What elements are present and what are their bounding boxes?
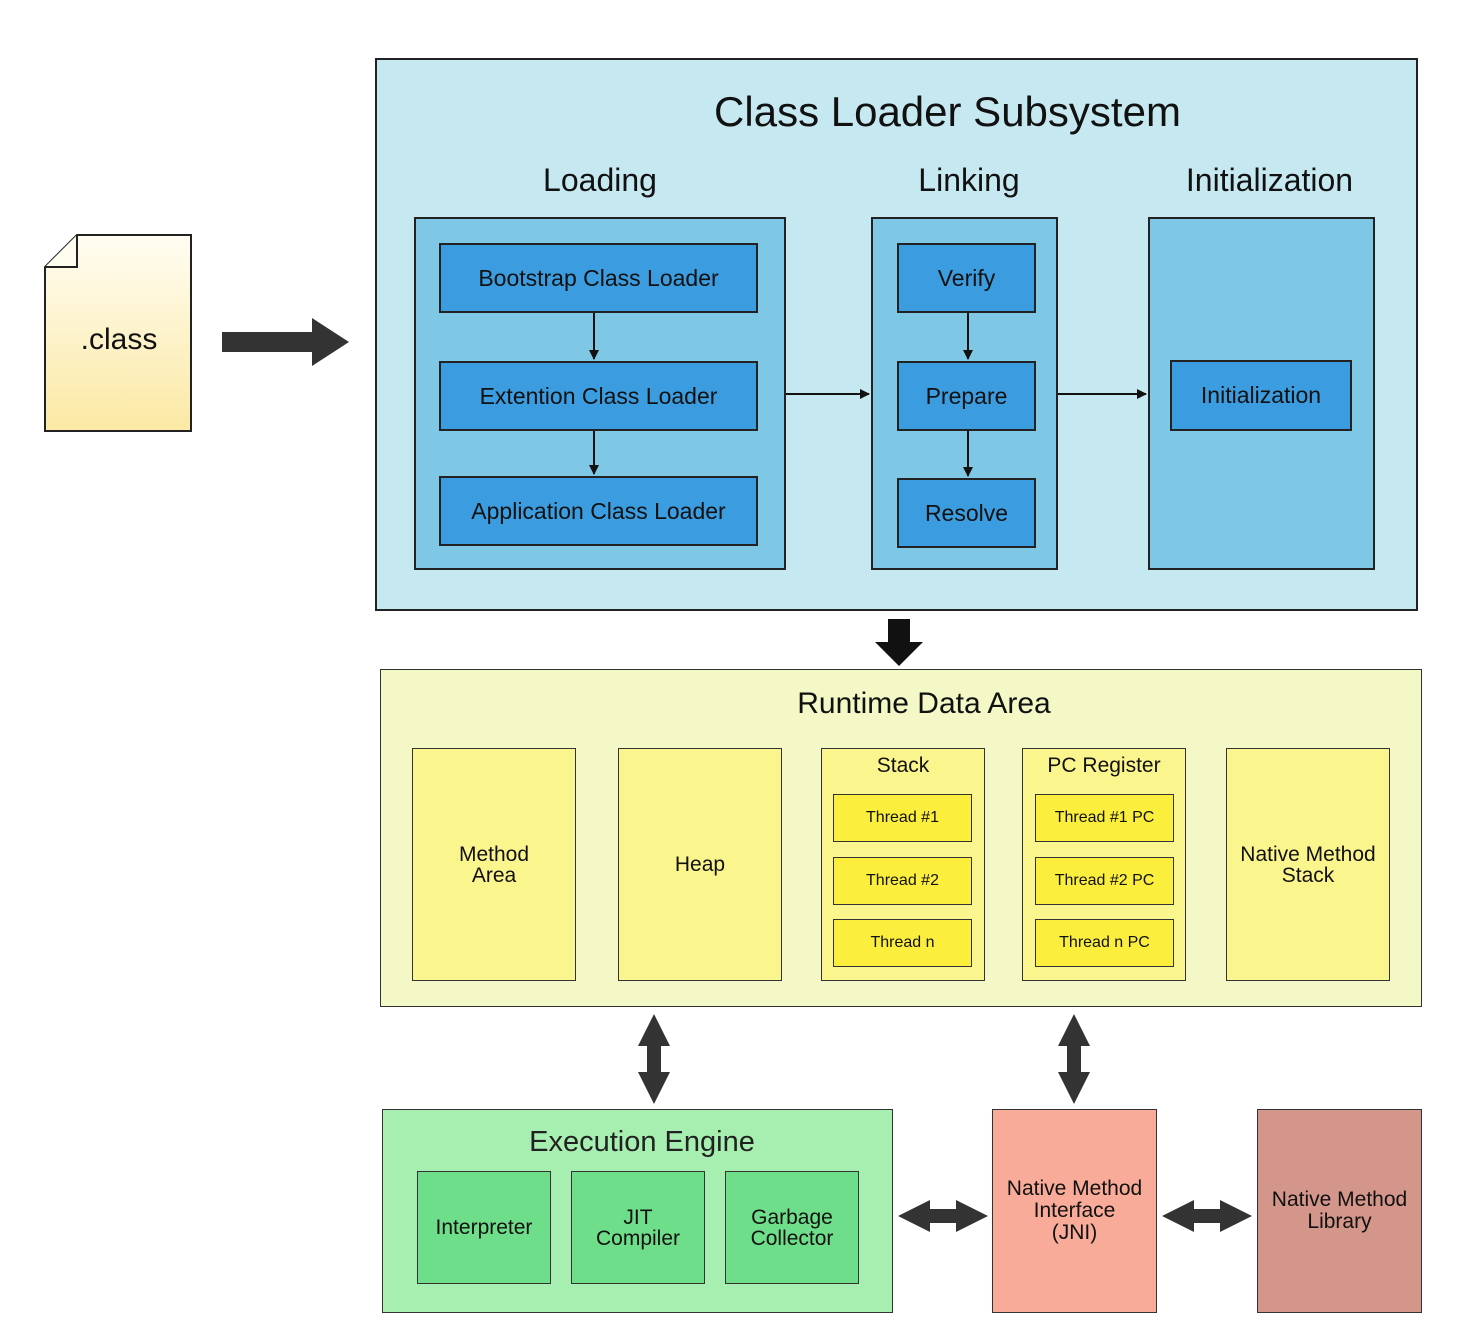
loading-title: Loading xyxy=(543,161,657,198)
runtime-engine-double-arrow xyxy=(638,1014,670,1104)
file-to-loader-arrow xyxy=(222,318,349,366)
initialization-step: Initialization xyxy=(1170,360,1352,431)
method-area: Method Area xyxy=(412,748,576,981)
runtime-data-area-title: Runtime Data Area xyxy=(797,687,1051,720)
interpreter: Interpreter xyxy=(417,1171,551,1284)
extension-class-loader: Extention Class Loader xyxy=(439,361,758,431)
initialization-title: Initialization xyxy=(1185,161,1354,198)
native-method-library: Native Method Library xyxy=(1257,1109,1422,1313)
stack-title: Stack xyxy=(876,754,930,777)
jni-library-double-arrow xyxy=(1162,1200,1252,1232)
pc-thread-2: Thread #2 PC xyxy=(1035,857,1174,905)
execution-engine-title: Execution Engine xyxy=(529,1125,755,1158)
runtime-jni-double-arrow xyxy=(1058,1014,1090,1104)
application-class-loader: Application Class Loader xyxy=(439,476,758,546)
prepare-step: Prepare xyxy=(897,361,1036,431)
resolve-step: Resolve xyxy=(897,478,1036,548)
engine-jni-double-arrow xyxy=(898,1200,988,1232)
bootstrap-class-loader: Bootstrap Class Loader xyxy=(439,243,758,313)
garbage-collector: Garbage Collector xyxy=(725,1171,859,1284)
class-file-icon xyxy=(44,234,192,432)
loader-to-runtime-arrow xyxy=(875,619,923,666)
class-loader-title: Class Loader Subsystem xyxy=(714,88,1181,135)
linking-title: Linking xyxy=(918,161,1020,198)
native-method-interface: Native Method Interface (JNI) xyxy=(992,1109,1157,1313)
pc-register-title: PC Register xyxy=(1047,754,1161,777)
pc-thread-n: Thread n PC xyxy=(1035,919,1174,967)
jit-compiler: JIT Compiler xyxy=(571,1171,705,1284)
heap: Heap xyxy=(618,748,782,981)
stack-thread-n: Thread n xyxy=(833,919,972,967)
native-method-stack: Native Method Stack xyxy=(1226,748,1390,981)
verify-step: Verify xyxy=(897,243,1036,313)
class-file-label: .class xyxy=(80,323,158,356)
pc-thread-1: Thread #1 PC xyxy=(1035,794,1174,842)
stack-thread-1: Thread #1 xyxy=(833,794,972,842)
stack-thread-2: Thread #2 xyxy=(833,857,972,905)
